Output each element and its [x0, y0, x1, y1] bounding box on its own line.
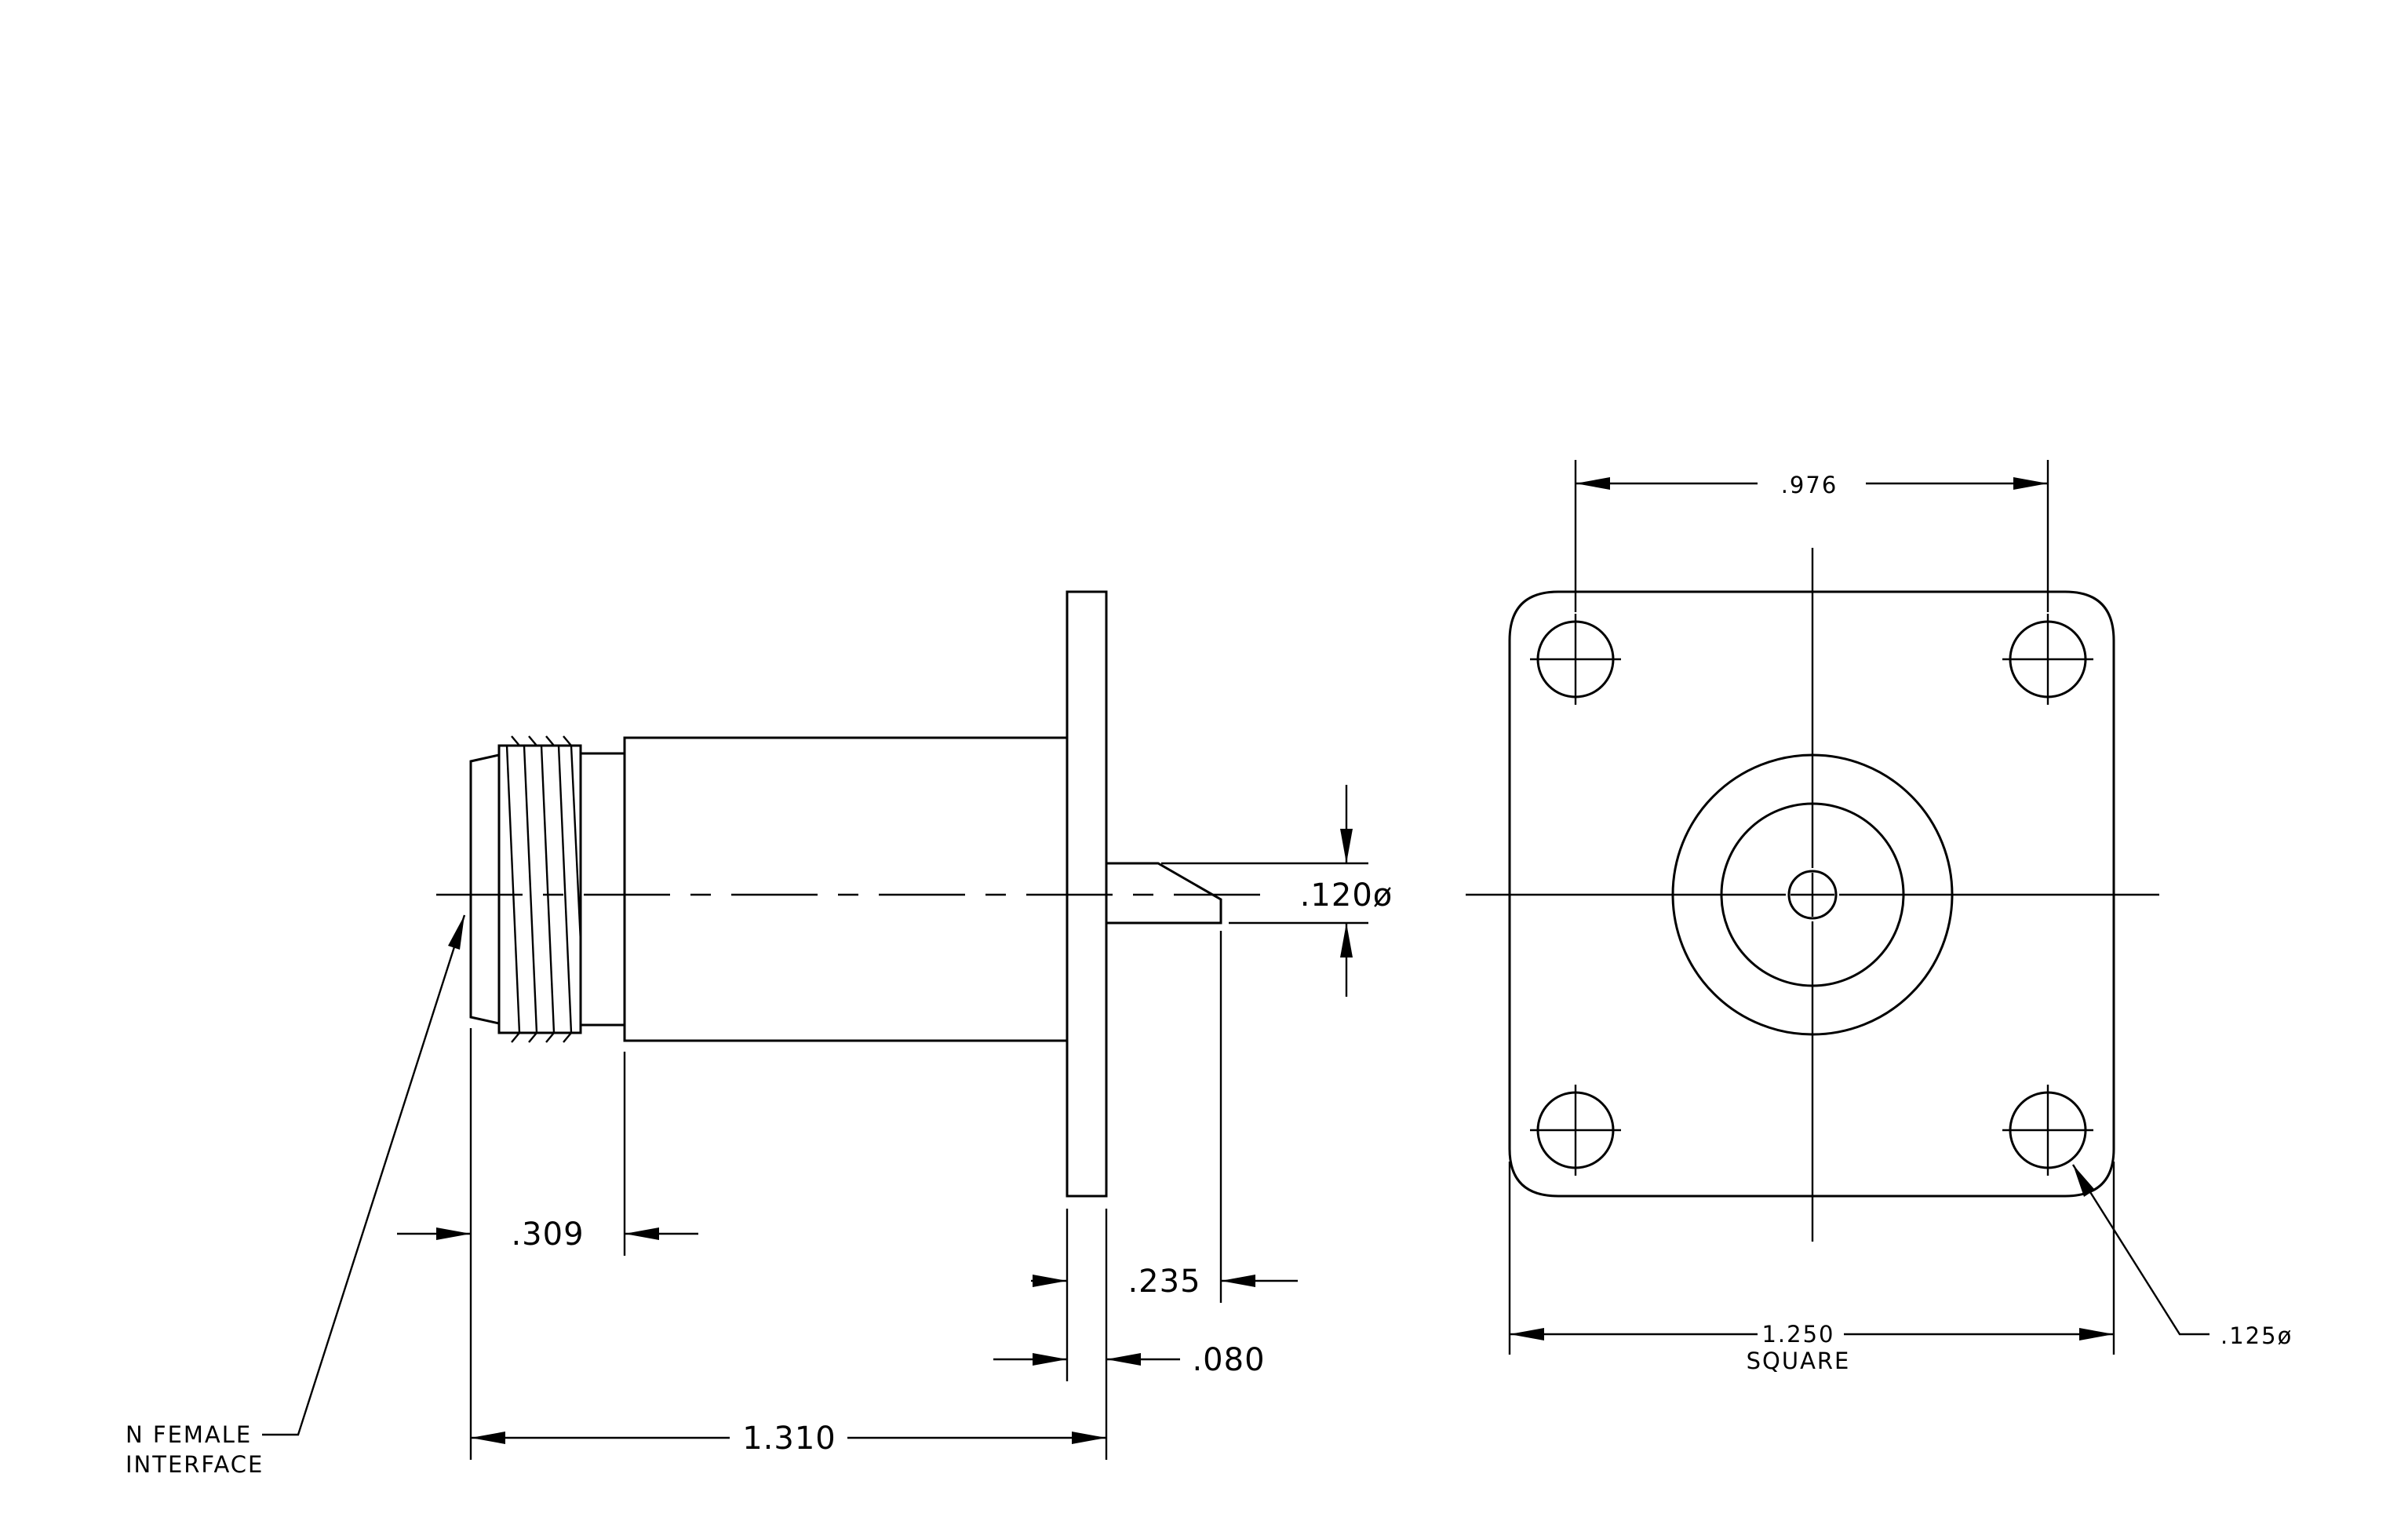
- dim-label: .080: [1192, 1342, 1265, 1378]
- dim-label: 1.310: [742, 1421, 836, 1457]
- dim-note: SQUARE: [1747, 1348, 1851, 1374]
- side-view: [436, 590, 1263, 1198]
- dim-label: .120ø: [1300, 877, 1393, 914]
- dim-flange-width: 1.250 SQUARE: [1508, 1162, 2115, 1374]
- dim-overall-length: 1.310: [471, 1209, 1108, 1460]
- hole-crosshairs: [1530, 614, 2093, 1176]
- dim-thread-length: .309: [397, 1028, 698, 1460]
- dim-label: .235: [1127, 1264, 1200, 1300]
- callout-line2: INTERFACE: [126, 1451, 264, 1478]
- dim-label: 1.250: [1761, 1321, 1834, 1348]
- undercut: [579, 752, 626, 1027]
- thread-lines: [505, 745, 582, 1034]
- dim-pin-diameter: .120ø: [1161, 785, 1393, 997]
- front-centerlines: [1466, 548, 2159, 1242]
- connector-body: [623, 736, 1069, 1042]
- dim-label: .125ø: [2220, 1322, 2293, 1349]
- front-view: [1466, 548, 2159, 1242]
- dim-label: .309: [511, 1216, 584, 1253]
- dimensions: .309 1.310 .235 .080: [126, 460, 2293, 1478]
- flange-front: [1508, 590, 2115, 1198]
- dim-pin-length: .235: [1031, 931, 1298, 1381]
- connector-nose: [469, 753, 501, 1025]
- dim-mount-hole: .125ø: [2071, 1164, 2293, 1349]
- dim-flange-thickness: .080: [993, 1342, 1265, 1378]
- center-contact-circle: [1787, 870, 1838, 920]
- callout-line1: N FEMALE: [126, 1421, 252, 1448]
- dim-label: .976: [1781, 472, 1838, 498]
- interface-callout: N FEMALE INTERFACE: [126, 914, 466, 1478]
- dim-hole-spacing: .976: [1574, 460, 2049, 612]
- thread-crests: [511, 735, 572, 1043]
- rear-pin: [1105, 862, 1222, 925]
